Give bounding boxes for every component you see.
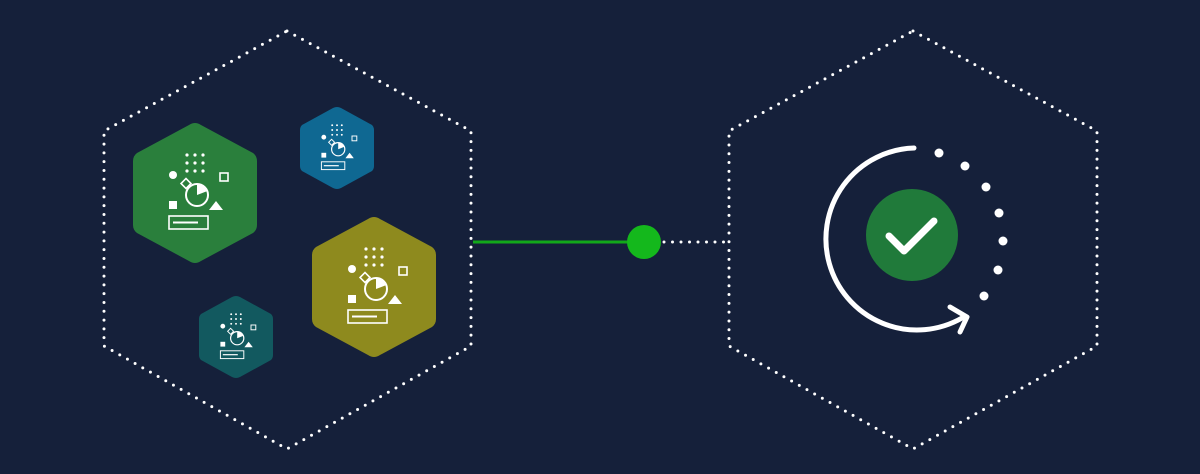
circular-progress-arrow-icon [823, 145, 1008, 335]
checkmark-icon [885, 217, 938, 255]
check-circle [866, 189, 958, 281]
green-dashboard-hexagon [133, 123, 257, 263]
progress-dots [934, 148, 1008, 301]
olive-dashboard-hexagon [312, 217, 436, 357]
connection-node-icon [627, 225, 661, 259]
teal-dashboard-hexagon [199, 296, 273, 378]
blue-dashboard-hexagon [300, 107, 374, 189]
